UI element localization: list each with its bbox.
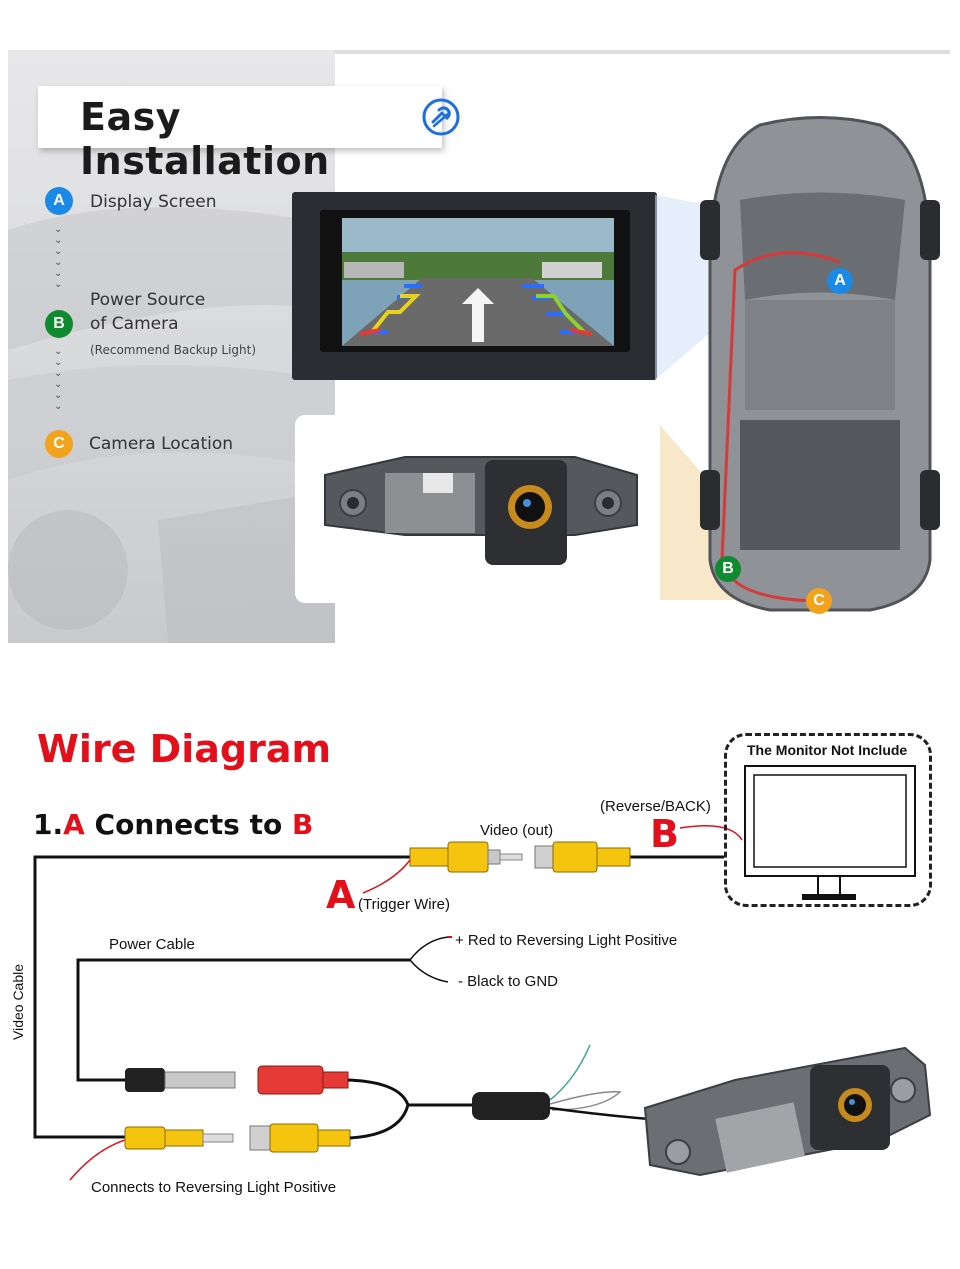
step-c-label: Camera Location (89, 434, 234, 454)
badge-c: C (45, 430, 73, 458)
step-b-note: (Recommend Backup Light) (90, 343, 257, 357)
rca-female-b (534, 841, 631, 873)
connects-a: A (63, 808, 85, 841)
background-panel (8, 50, 335, 643)
connects-prefix: 1. (33, 808, 64, 841)
rca-male-a (409, 841, 523, 873)
divider (335, 50, 950, 54)
connects-heading: 1.A Connects to B (33, 808, 313, 841)
step-a-label: Display Screen (90, 192, 217, 212)
car-marker-c: C (806, 588, 832, 614)
dc-female (257, 1065, 349, 1095)
step-b-label-line2: of Camera (90, 314, 179, 334)
letter-b: B (650, 812, 679, 856)
camera-image (295, 415, 657, 603)
camera-drawing (643, 1046, 932, 1177)
tools-icon (422, 98, 460, 136)
reverse-back-label: (Reverse/BACK) (600, 798, 711, 815)
car-illustration (655, 116, 940, 612)
step-b-label-line1: Power Source (90, 290, 206, 310)
monitor-note: The Monitor Not Include (747, 742, 908, 758)
dc-male (125, 1068, 236, 1092)
wire-diagram-title: Wire Diagram (37, 727, 332, 771)
car-marker-b: B (715, 556, 741, 582)
badge-a: A (45, 187, 73, 215)
section-title: Easy Installation (80, 95, 330, 183)
letter-a: A (326, 873, 356, 917)
red-positive-label: + Red to Reversing Light Positive (455, 932, 678, 949)
connects-b: B (291, 808, 314, 841)
video-out-label: Video (out) (480, 822, 554, 839)
connects-mid: Connects to (84, 808, 292, 841)
rca-bottom-male (124, 1126, 234, 1150)
car-marker-a: A (827, 268, 853, 294)
video-cable-label: Video Cable (10, 963, 26, 1040)
badge-b: B (45, 310, 73, 338)
power-cable-label: Power Cable (109, 936, 195, 953)
trigger-wire-label: (Trigger Wire) (358, 896, 450, 913)
display-screen-image (292, 192, 657, 380)
rca-bottom-female (249, 1123, 351, 1153)
black-gnd-label: - Black to GND (458, 973, 559, 990)
monitor-frame: The Monitor Not Include (724, 733, 932, 907)
title-card: Easy Installation (38, 86, 460, 183)
connects-reversing-label: Connects to Reversing Light Positive (91, 1179, 337, 1196)
installation-section: Easy Installation A Display Screen ⌄⌄⌄⌄⌄… (8, 50, 950, 643)
